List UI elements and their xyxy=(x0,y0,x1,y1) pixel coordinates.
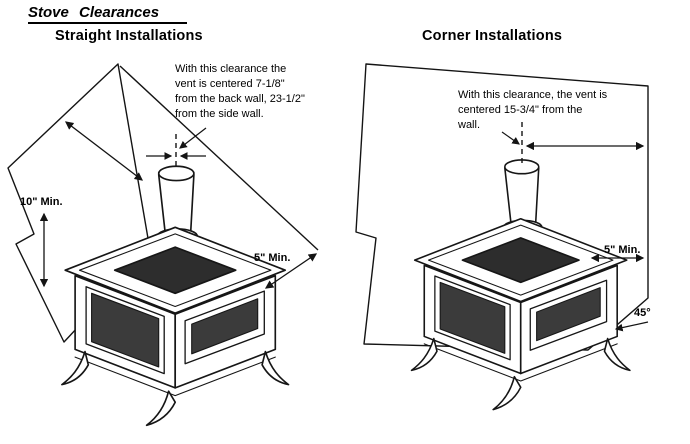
note-line: wall. xyxy=(458,119,481,131)
corner-wall-angle-label: 45° xyxy=(634,307,651,319)
note-line: from the side wall. xyxy=(175,108,264,120)
straight-note-leader-arrow xyxy=(179,127,207,149)
corner-note-leader-arrow xyxy=(501,131,520,145)
straight-heading: Straight Installations xyxy=(55,28,203,44)
corner-side-clearance-label: 5" Min. xyxy=(604,244,641,256)
note-line: With this clearance, the vent is xyxy=(458,89,608,101)
note-line: With this clearance the xyxy=(175,63,287,75)
corner-heading: Corner Installations xyxy=(422,28,563,44)
corner-panel-art xyxy=(355,63,649,411)
straight-note: With this clearance the vent is centered… xyxy=(175,62,325,122)
straight-back-wall-line xyxy=(119,65,319,251)
corner-angle-arrow xyxy=(614,321,649,332)
straight-side-clearance-label: 5" Min. xyxy=(254,252,291,264)
straight-panel-art xyxy=(7,63,319,427)
straight-wall-diagonal-arrow xyxy=(64,121,144,181)
page-title: Stove Clearances xyxy=(28,4,188,24)
note-line: centered 15-3/4" from the xyxy=(458,104,583,116)
corner-note: With this clearance, the vent is centere… xyxy=(458,88,630,133)
note-line: vent is centered 7-1/8" xyxy=(175,78,285,90)
straight-back-clearance-label: 10" Min. xyxy=(20,196,63,208)
straight-side-clearance-arrow xyxy=(264,253,318,289)
note-line: from the back wall, 23-1/2" xyxy=(175,93,305,105)
